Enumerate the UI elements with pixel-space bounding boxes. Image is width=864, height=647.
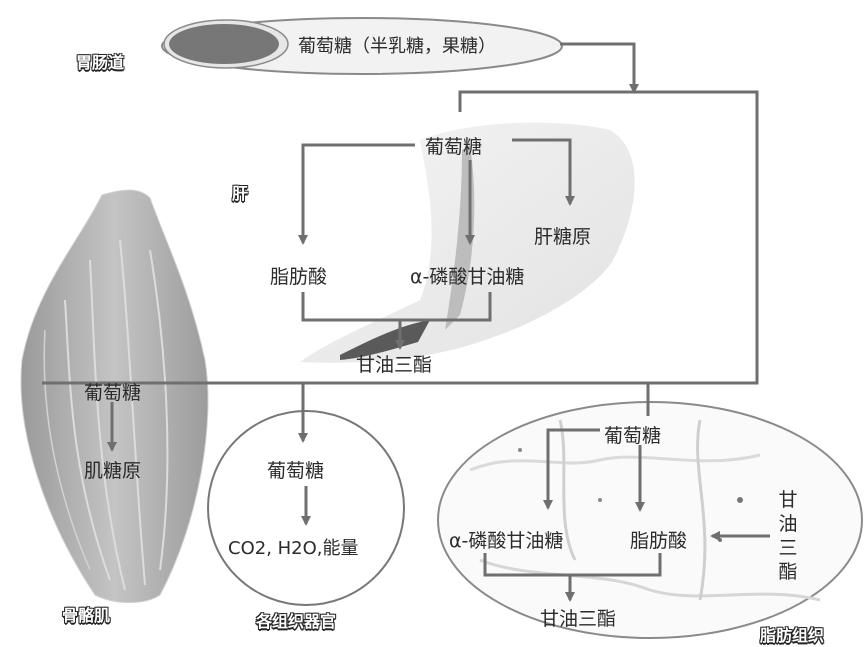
adipose-glycerol-phosphate: α-磷酸甘油糖 — [449, 526, 563, 553]
adipose-glucose: 葡萄糖 — [604, 421, 661, 448]
organs-products: CO2, H2O,能量 — [228, 534, 359, 560]
liver-caption: 肝 — [232, 180, 248, 204]
muscle-glycogen: 肌糖原 — [84, 456, 141, 483]
adipose-fatty-acid: 脂肪酸 — [630, 526, 687, 553]
liver-fatty-acid: 脂肪酸 — [270, 262, 327, 289]
organs-glucose: 葡萄糖 — [267, 456, 324, 483]
organs-caption: 各组织器官 — [256, 608, 336, 632]
liver-glycogen: 肝糖原 — [534, 222, 591, 249]
liver-triglyceride: 甘油三酯 — [356, 350, 432, 377]
liver-glucose: 葡萄糖 — [425, 132, 482, 159]
muscle-glucose: 葡萄糖 — [84, 378, 141, 405]
adipose-triglyceride: 甘油三酯 — [540, 604, 616, 631]
gut-glucose-label: 葡萄糖（半乳糖，果糖） — [298, 32, 496, 58]
liver-glycerol-phosphate: α-磷酸甘油糖 — [410, 262, 524, 289]
blood-triglyceride: 甘油三酯 — [777, 488, 799, 584]
adipose-caption: 脂肪组织 — [760, 622, 824, 646]
gut-caption: 胃肠道 — [76, 49, 124, 73]
muscle-caption: 骨骼肌 — [62, 602, 110, 626]
